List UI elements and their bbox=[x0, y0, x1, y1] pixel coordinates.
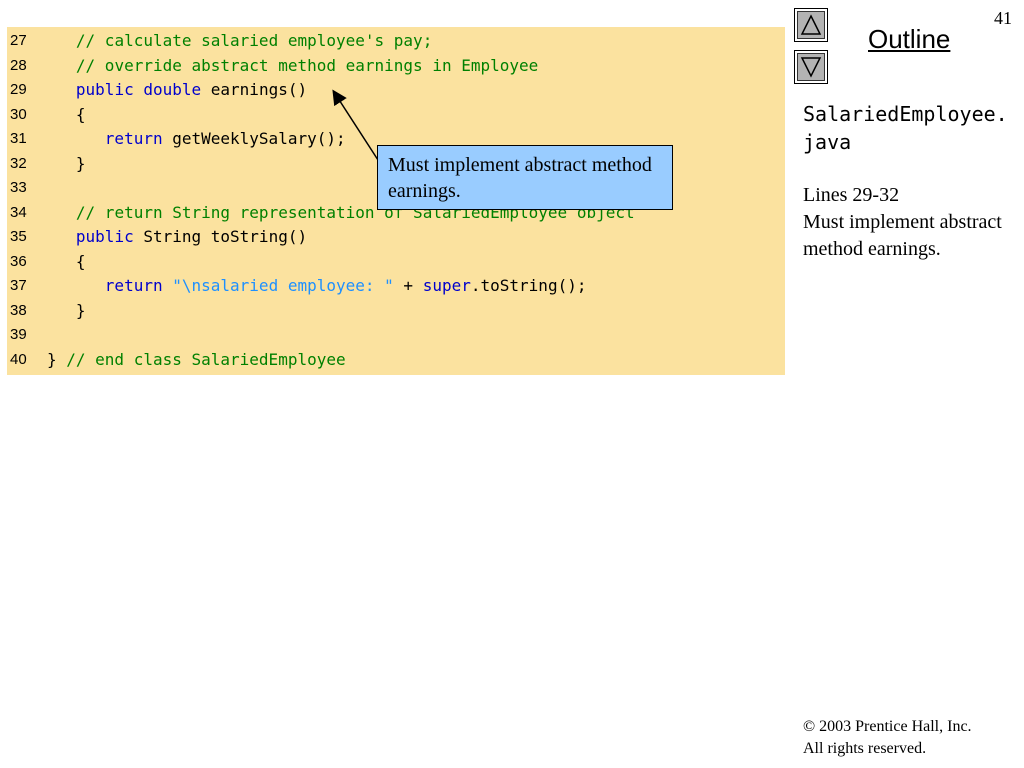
side-note-lines: Lines 29-32 bbox=[803, 184, 900, 206]
line-number: 32 bbox=[10, 154, 27, 172]
line-number: 38 bbox=[10, 301, 27, 319]
line-number: 29 bbox=[10, 81, 27, 98]
side-note-text: Must implement abstract method earnings. bbox=[803, 211, 1002, 260]
code-line: 27 // calculate salaried employee's pay; bbox=[7, 29, 785, 53]
code-text: { bbox=[47, 104, 86, 124]
line-number: 37 bbox=[10, 277, 27, 294]
line-number: 27 bbox=[10, 32, 27, 49]
code-text: } bbox=[47, 300, 86, 320]
line-number: 33 bbox=[10, 179, 27, 196]
slide-number: 41 bbox=[994, 8, 1012, 28]
triangle-up-icon bbox=[797, 11, 825, 39]
code-line: 38 } bbox=[7, 299, 785, 323]
code-line: 39 bbox=[7, 323, 785, 347]
side-note: Lines 29-32 Must implement abstract meth… bbox=[803, 182, 1003, 263]
code-line: 33 bbox=[7, 176, 785, 200]
code-line: 28 // override abstract method earnings … bbox=[7, 54, 785, 78]
previous-slide-button[interactable] bbox=[794, 8, 828, 42]
line-number: 31 bbox=[10, 130, 27, 147]
outline-link[interactable]: Outline bbox=[868, 24, 951, 54]
triangle-down-icon bbox=[797, 53, 825, 81]
line-number: 34 bbox=[10, 203, 27, 221]
code-line: 32 } bbox=[7, 152, 785, 176]
file-name: SalariedEmployee.java bbox=[803, 102, 1008, 154]
next-slide-button[interactable] bbox=[794, 50, 828, 84]
code-text: { bbox=[47, 251, 86, 271]
code-line: 29 public double earnings() bbox=[7, 78, 785, 102]
line-number: 39 bbox=[10, 326, 27, 343]
code-text: } bbox=[47, 153, 86, 173]
code-line: 30 { bbox=[7, 103, 785, 127]
copyright: © 2003 Prentice Hall, Inc. All rights re… bbox=[803, 716, 972, 760]
line-number: 40 bbox=[10, 350, 27, 368]
code-text: // calculate salaried employee's pay; bbox=[75, 31, 433, 50]
code-line: 31 return getWeeklySalary(); bbox=[7, 127, 785, 151]
callout-box: Must implement abstract method earnings. bbox=[377, 145, 673, 210]
code-text: } // end class SalariedEmployee bbox=[47, 349, 346, 369]
copyright-line1: © 2003 Prentice Hall, Inc. bbox=[803, 718, 972, 735]
code-line: 35 public String toString() bbox=[7, 225, 785, 249]
code-text: // override abstract method earnings in … bbox=[75, 55, 539, 75]
code-line: 36 { bbox=[7, 250, 785, 274]
line-number: 28 bbox=[10, 56, 27, 74]
code-line: 37 return "\nsalaried employee: " + supe… bbox=[7, 274, 785, 298]
line-number: 30 bbox=[10, 105, 27, 123]
code-text: public String toString() bbox=[75, 227, 308, 246]
code-text: public double earnings() bbox=[75, 80, 308, 99]
copyright-line2: All rights reserved. bbox=[803, 740, 927, 757]
code-line: 40 } // end class SalariedEmployee bbox=[7, 348, 785, 372]
code-text: return getWeeklySalary(); bbox=[104, 129, 346, 148]
line-number: 36 bbox=[10, 252, 27, 270]
code-text: return "\nsalaried employee: " + super.t… bbox=[104, 276, 587, 295]
line-number: 35 bbox=[10, 228, 27, 245]
